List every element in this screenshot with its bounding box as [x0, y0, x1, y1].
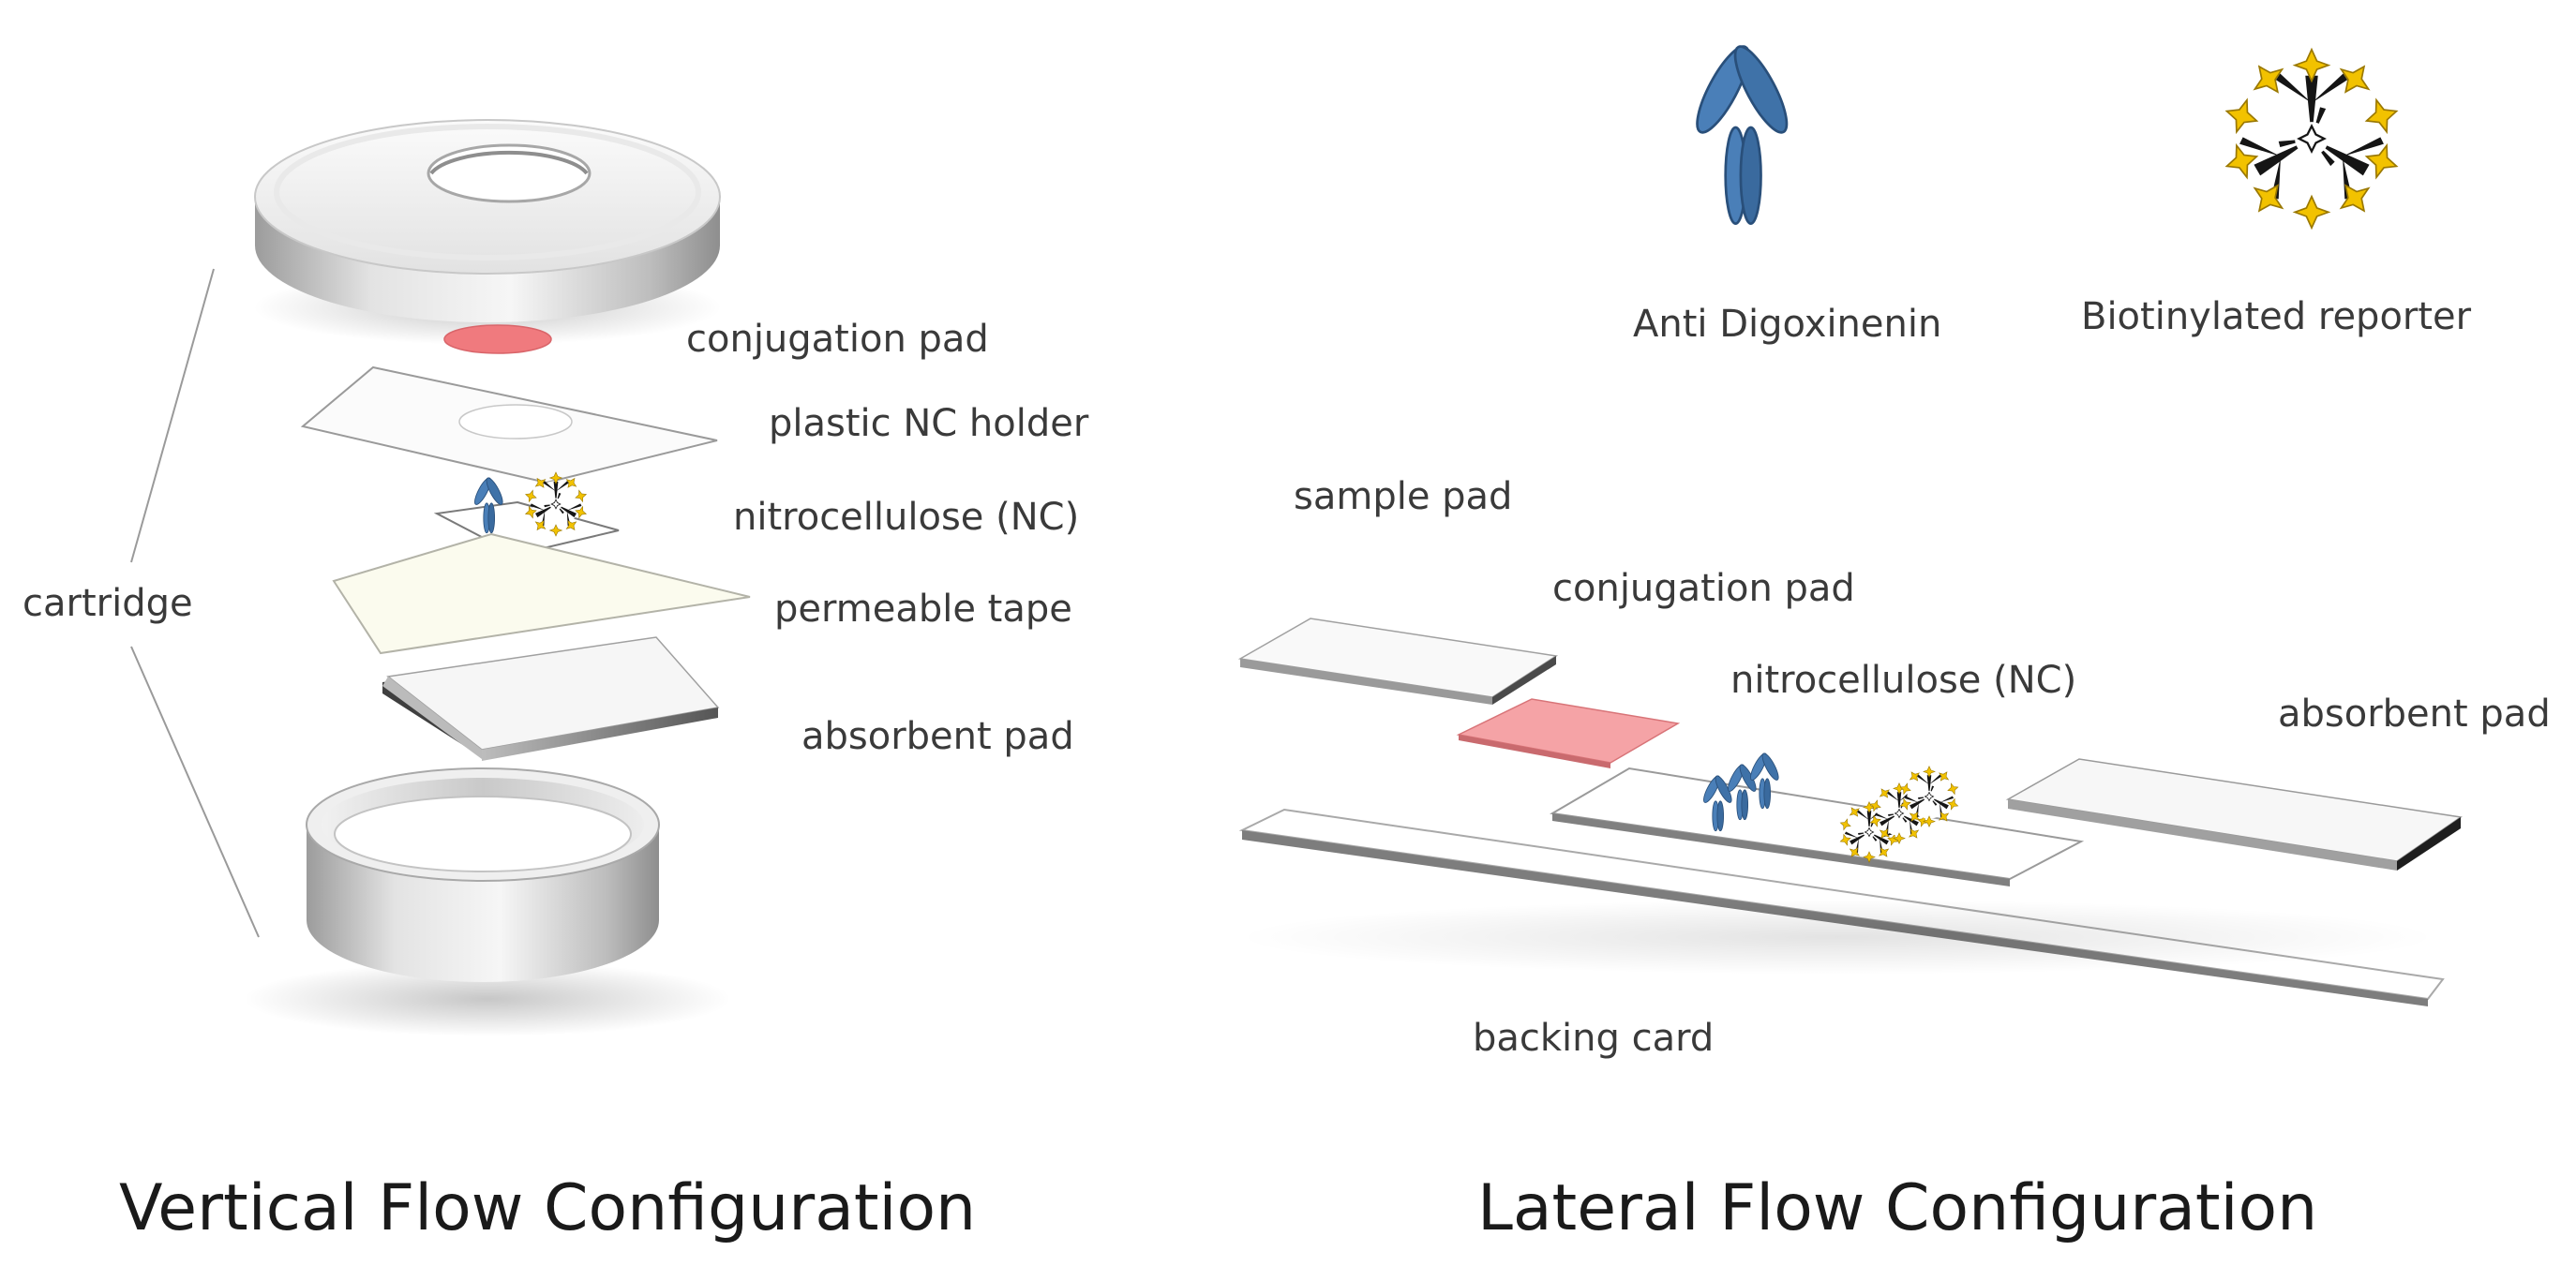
- lateral-nitrocellulose: [1550, 751, 2085, 886]
- legend-reporter-label: Biotinylated reporter: [2081, 295, 2472, 338]
- legend-antibody-label: Anti Digoxinenin: [1633, 303, 1942, 346]
- legend-reporter-icon: [2222, 50, 2402, 228]
- label-plastic-nc-holder: plastic NC holder: [769, 402, 1089, 445]
- label-conjugation-pad: conjugation pad: [686, 318, 989, 361]
- label-lateral-conjugation-pad: conjugation pad: [1552, 567, 1855, 610]
- plastic-nc-holder: [300, 365, 718, 484]
- label-backing-card: backing card: [1473, 1017, 1715, 1060]
- permeable-tape: [332, 532, 751, 655]
- vertical-flow-title: Vertical Flow Configuration: [119, 1171, 977, 1245]
- lateral-flow-title: Lateral Flow Configuration: [1477, 1171, 2318, 1245]
- label-nitrocellulose: nitrocellulose (NC): [733, 496, 1080, 539]
- cartridge-bracket-top: [130, 268, 215, 563]
- label-lateral-nitrocellulose: nitrocellulose (NC): [1730, 659, 2077, 702]
- backing-card: [1237, 808, 2445, 1006]
- label-cartridge: cartridge: [22, 582, 193, 625]
- vertical-conjugation-pad: [443, 324, 552, 354]
- lateral-absorbent-pad: [2005, 758, 2463, 871]
- label-absorbent-pad: absorbent pad: [801, 715, 1074, 758]
- lateral-conjugation-pad: [1456, 698, 1681, 768]
- cartridge-cap: [253, 119, 722, 345]
- label-lateral-absorbent-pad: absorbent pad: [2278, 693, 2551, 736]
- legend-antibody-icon: [1686, 38, 1798, 225]
- lateral-sample-pad: [1237, 618, 1559, 705]
- label-sample-pad: sample pad: [1294, 475, 1513, 518]
- label-permeable-tape: permeable tape: [774, 588, 1072, 631]
- cartridge-bracket-bottom: [130, 646, 260, 938]
- cartridge-base: [244, 767, 731, 1036]
- vertical-absorbent-pad: [382, 636, 720, 761]
